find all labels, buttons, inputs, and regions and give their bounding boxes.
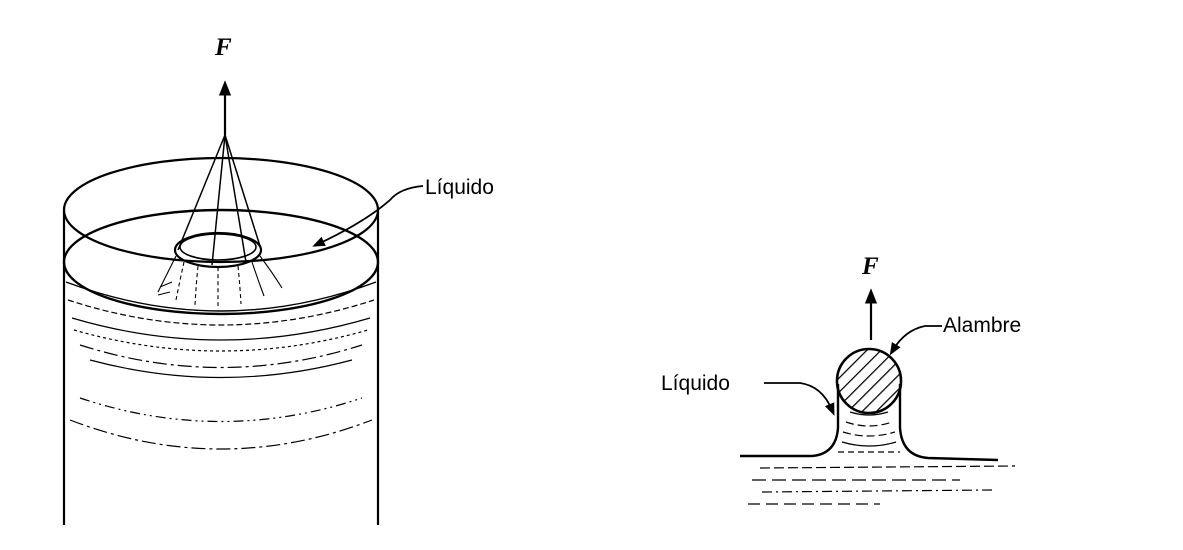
- wire-pointer: [889, 325, 942, 356]
- liquid-surface-left: [62, 208, 380, 450]
- liquid-pointer-right: [764, 382, 835, 416]
- force-label-left: F: [214, 34, 232, 61]
- liquid-label-right: Líquido: [661, 372, 730, 395]
- ring: [157, 231, 283, 308]
- cylinder: [62, 156, 380, 525]
- force-label-right: F: [861, 253, 879, 280]
- suspension-strings: [177, 134, 261, 266]
- wire-diagram: F Alambre Líquido: [661, 253, 1021, 505]
- liquid-label-left: Líquido: [425, 176, 494, 199]
- cylinder-ring-diagram: F: [62, 34, 494, 525]
- liquid-meniscus: [740, 384, 1016, 505]
- liquid-pointer-left: [312, 185, 424, 247]
- wire-cross-section: [835, 347, 903, 415]
- wire-label: Alambre: [943, 314, 1021, 337]
